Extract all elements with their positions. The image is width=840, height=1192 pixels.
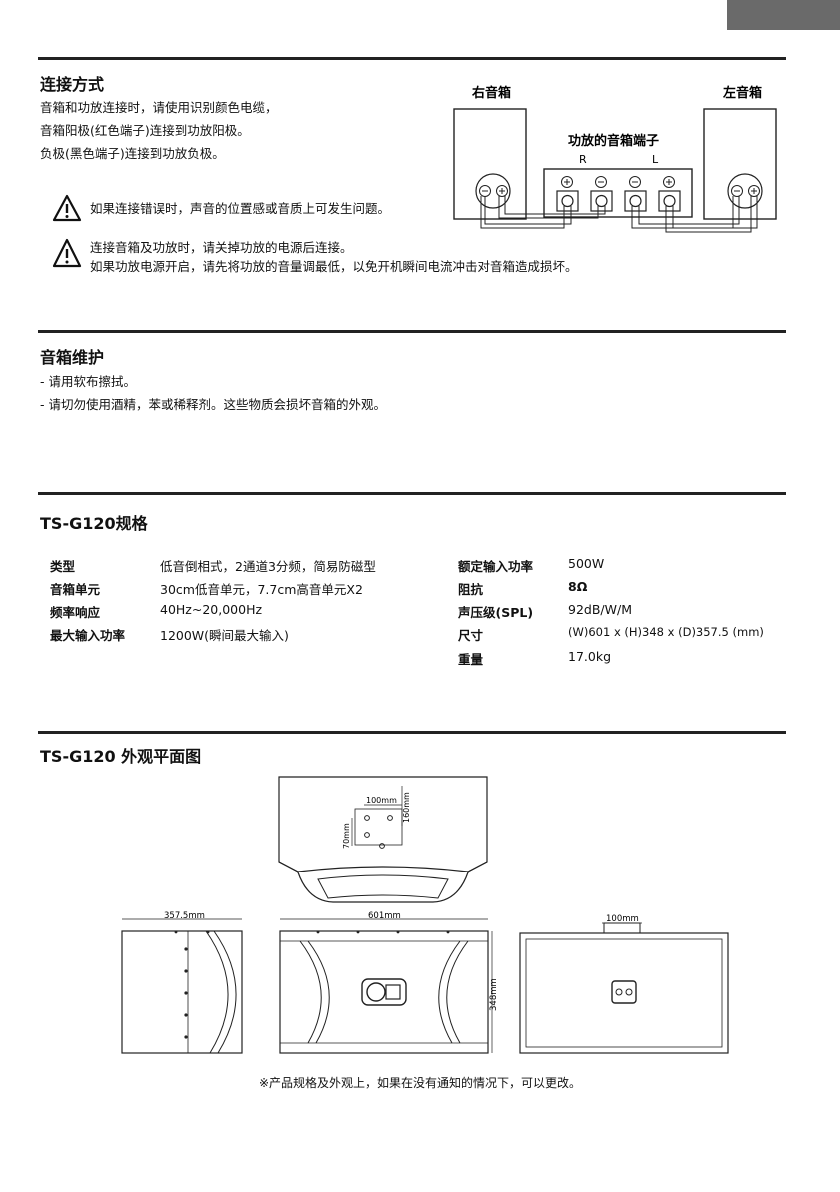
spec-label: 尺寸 <box>458 628 484 643</box>
spec-value: 500W <box>568 556 605 571</box>
left-speaker-label: 左音箱 <box>723 85 762 101</box>
section-rule <box>38 57 786 60</box>
maintenance-title: 音箱维护 <box>40 348 105 367</box>
section-rule <box>38 330 786 333</box>
amp-l-label: L <box>652 153 659 166</box>
warning-2-line: 连接音箱及功放时，请关掉功放的电源后连接。 <box>90 240 353 255</box>
side-view-drawing: 357.5mm <box>121 911 243 1054</box>
spec-label: 频率响应 <box>50 605 101 620</box>
amp-terminal-label: 功放的音箱端子 <box>568 133 659 149</box>
top-dim-height: 160mm <box>402 792 411 823</box>
spec-label: 重量 <box>458 652 484 667</box>
top-dim-width: 100mm <box>366 796 397 805</box>
warning-icon <box>52 194 82 222</box>
warning-1-text: 如果连接错误时，声音的位置感或音质上可发生问题。 <box>90 201 391 216</box>
back-dim: 100mm <box>606 914 639 924</box>
front-dim-width: 601mm <box>368 911 401 921</box>
spec-value: 17.0kg <box>568 649 612 664</box>
front-dim-height: 348mm <box>489 978 498 1011</box>
spec-label: 类型 <box>50 559 76 574</box>
spec-value: 40Hz~20,000Hz <box>160 602 263 617</box>
section-rule <box>38 492 786 495</box>
back-view-drawing: 100mm <box>519 914 729 1054</box>
specs-title: TS-G120规格 <box>40 514 148 533</box>
front-view-drawing: 601mm 348mm <box>279 911 498 1054</box>
connection-line: 负极(黑色端子)连接到功放负极。 <box>40 146 225 161</box>
connection-line: 音箱和功放连接时，请使用识别颜色电缆， <box>40 100 278 115</box>
top-view-drawing: 100mm 160mm 70mm <box>278 776 488 903</box>
connection-line: 音箱阳极(红色端子)连接到功放阳极。 <box>40 123 250 138</box>
warning-2-line: 如果功放电源开启，请先将功放的音量调最低，以免开机瞬间电流冲击对音箱造成损坏。 <box>90 259 578 274</box>
footer-note: ※产品规格及外观上，如果在没有通知的情况下，可以更改。 <box>258 1076 582 1090</box>
connection-text: 音箱和功放连接时，请使用识别颜色电缆， 音箱阳极(红色端子)连接到功放阳极。 负… <box>40 96 278 165</box>
maintenance-line: - 请用软布擦拭。 <box>40 374 136 389</box>
right-speaker-label: 右音箱 <box>471 85 511 101</box>
section-rule <box>38 731 786 734</box>
warning-icon <box>52 238 82 268</box>
spec-label: 额定输入功率 <box>458 559 534 574</box>
wiring-diagram: 右音箱 左音箱 功放的音箱端子 R L <box>453 85 777 233</box>
top-dim-side: 70mm <box>342 823 351 849</box>
spec-label: 最大输入功率 <box>50 628 126 643</box>
back-terminal-plate <box>611 980 637 1004</box>
spec-label: 声压级(SPL) <box>458 605 534 620</box>
spec-value: 低音倒相式，2通道3分频，简易防磁型 <box>160 559 376 574</box>
spec-value: 92dB/W/M <box>568 602 632 617</box>
spec-value: 30cm低音单元，7.7cm高音单元X2 <box>160 582 363 597</box>
spec-value: 1200W(瞬间最大输入) <box>160 628 289 643</box>
section-tab-marker <box>727 0 840 30</box>
side-dim-depth: 357.5mm <box>164 911 205 921</box>
front-logo-badge <box>361 978 407 1006</box>
spec-label: 音箱单元 <box>50 582 101 597</box>
amp-r-label: R <box>579 153 587 166</box>
spec-value: (W)601 x (H)348 x (D)357.5 (mm) <box>568 625 764 639</box>
drawing-title: TS-G120 外观平面图 <box>40 747 202 766</box>
maintenance-text: - 请用软布擦拭。 - 请切勿使用酒精，苯或稀释剂。这些物质会损坏音箱的外观。 <box>40 370 386 416</box>
spec-label: 阻抗 <box>458 582 484 597</box>
specs-left-table: 类型 低音倒相式，2通道3分频，简易防磁型 音箱单元 30cm低音单元，7.7c… <box>50 556 430 656</box>
warning-2-text: 连接音箱及功放时，请关掉功放的电源后连接。 如果功放电源开启，请先将功放的音量调… <box>90 238 578 276</box>
left-speaker-terminal-plate <box>727 173 763 209</box>
connection-title: 连接方式 <box>40 75 105 94</box>
maintenance-line: - 请切勿使用酒精，苯或稀释剂。这些物质会损坏音箱的外观。 <box>40 397 386 412</box>
spec-value: 8Ω <box>568 579 588 594</box>
specs-right-table: 额定输入功率 500W 阻抗 8Ω 声压级(SPL) 92dB/W/M 尺寸 (… <box>458 556 788 671</box>
